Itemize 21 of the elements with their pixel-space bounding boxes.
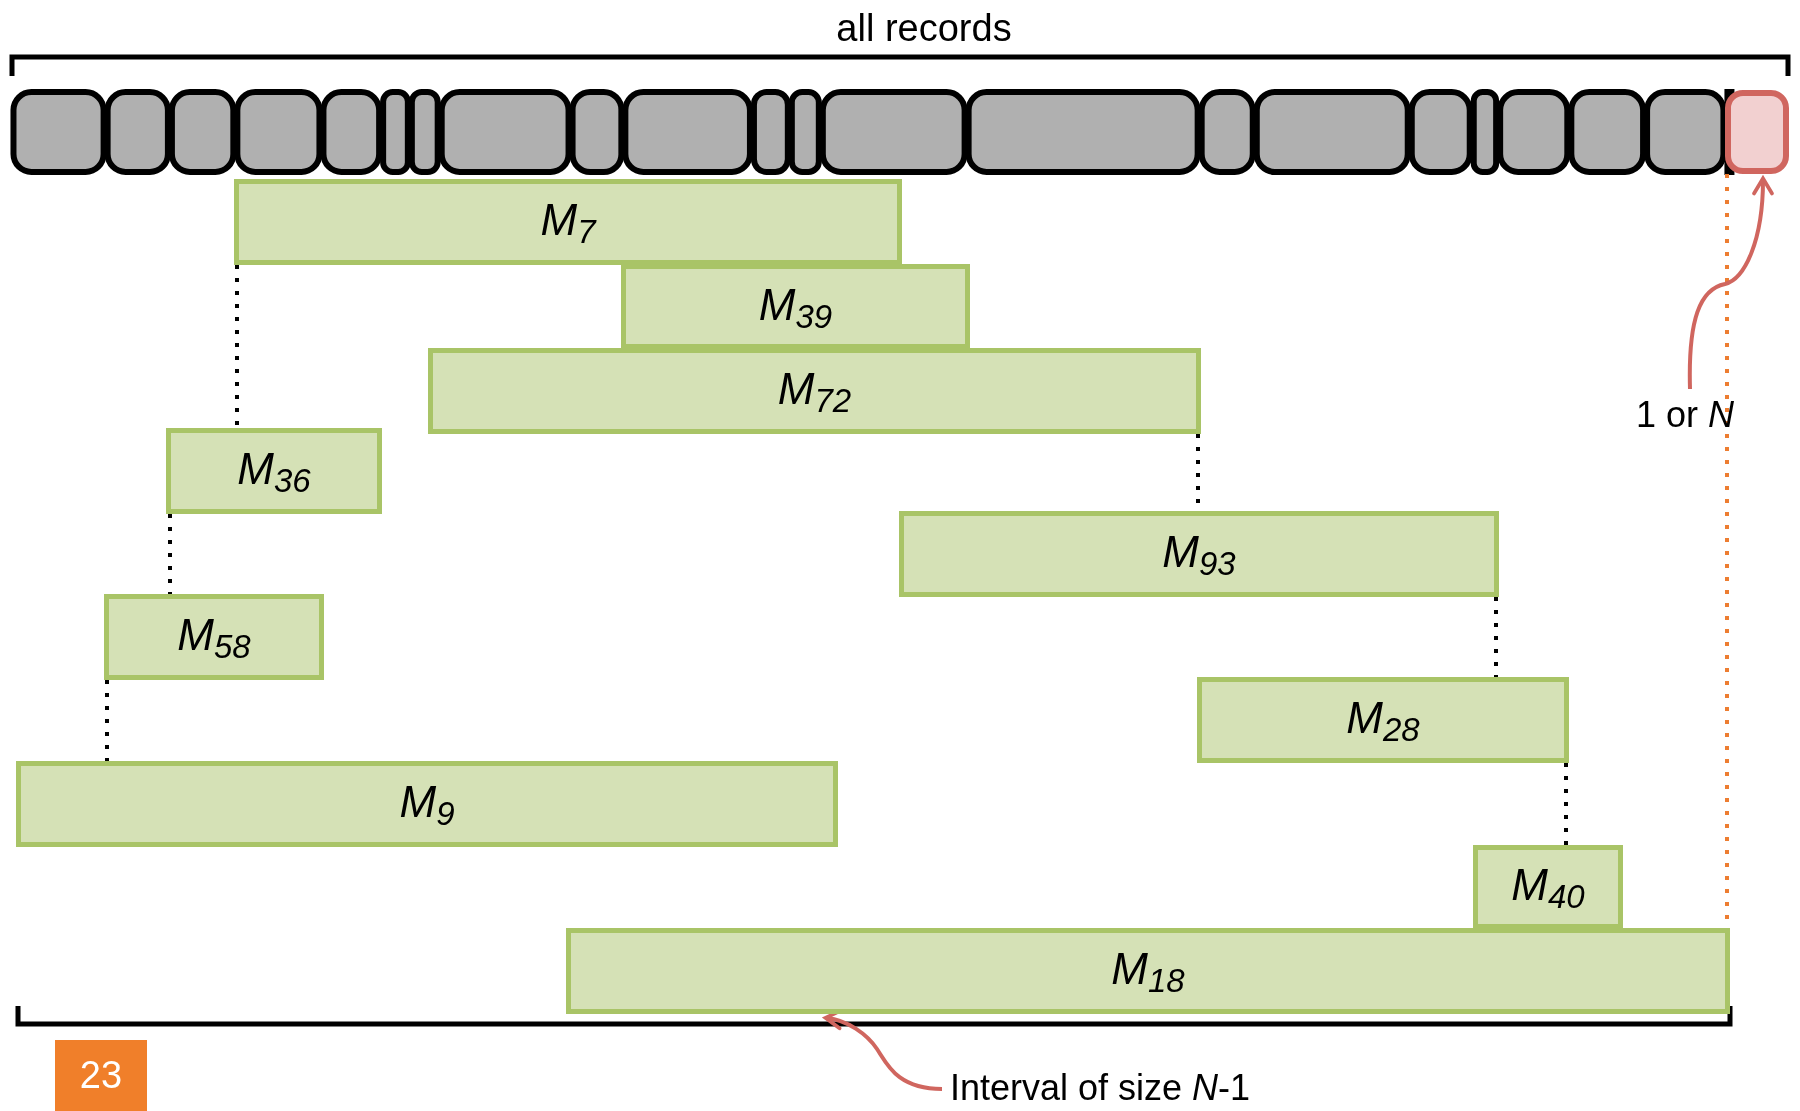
- interval-box: M$_{72}$: [428, 348, 1201, 434]
- dotted-line: [168, 514, 172, 594]
- interval-box: M$_{40}$: [1473, 845, 1623, 929]
- bracket-label: all records: [835, 6, 1013, 50]
- annotation-text: Interval of size N-1: [950, 1066, 1350, 1111]
- slide-number: 23: [55, 1040, 147, 1111]
- interval-box: M$_{18}$: [566, 928, 1730, 1014]
- interval-box: M$_{7}$: [234, 179, 902, 265]
- dotted-line: [1494, 597, 1498, 677]
- dotted-line: [1564, 763, 1568, 845]
- curved-arrow: [1687, 176, 1774, 390]
- dotted-line: [235, 265, 239, 428]
- interval-box: M$_{9}$: [16, 761, 838, 847]
- interval-box: M$_{36}$: [166, 428, 382, 514]
- interval-box: M$_{93}$: [899, 511, 1499, 597]
- interval-box: M$_{58}$: [104, 594, 324, 680]
- highlighted-record: [1725, 90, 1789, 174]
- interval-box: M$_{39}$: [621, 264, 970, 349]
- annotation-text: 1 or N: [1636, 393, 1770, 437]
- interval-box: M$_{28}$: [1197, 677, 1569, 763]
- dotted-line: [105, 680, 109, 761]
